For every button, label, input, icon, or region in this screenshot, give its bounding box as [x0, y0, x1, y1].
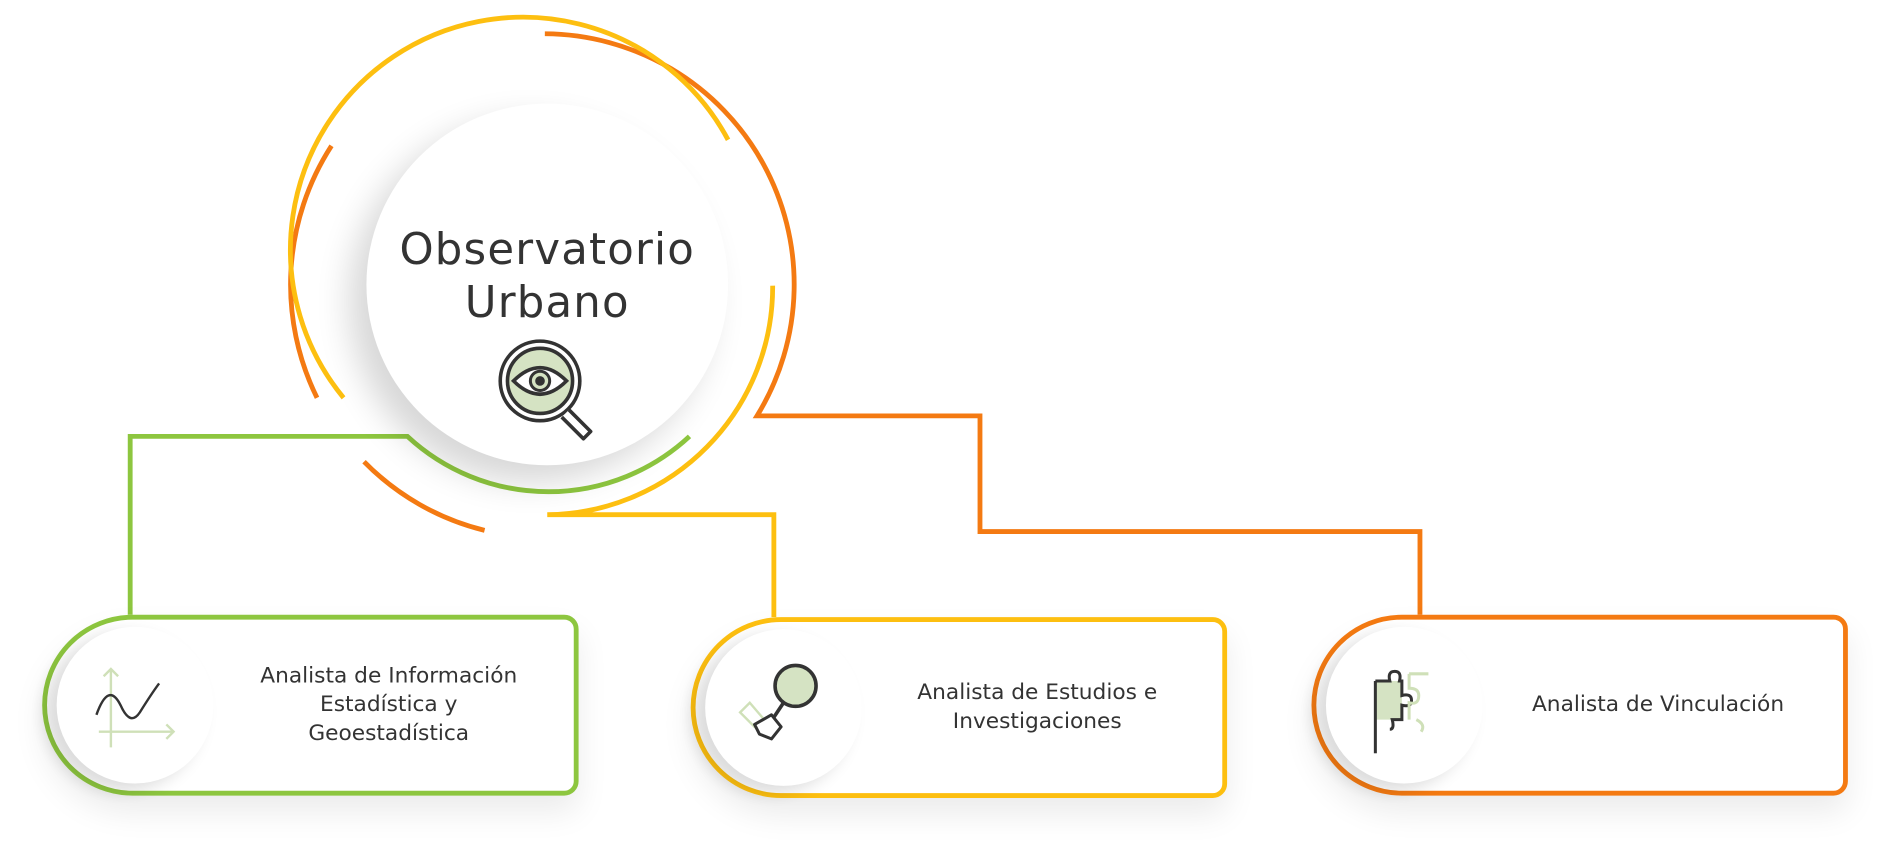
orange-bottom-arc	[362, 459, 486, 533]
card-label: Analista de Vinculación	[1497, 620, 1819, 791]
icon-disc	[1325, 626, 1483, 784]
eye-magnifier-icon	[498, 339, 593, 441]
graph-curve-icon	[95, 667, 176, 748]
card-label-line1: Analista de Estudios e	[917, 679, 1158, 706]
card-analista-estudios: Analista de Estudios e Investigaciones	[690, 617, 1228, 798]
orange-left-arc	[288, 144, 334, 399]
yellow-top-arc	[288, 14, 731, 400]
card-label-line1: Analista de Información	[260, 662, 518, 689]
icon-disc	[705, 629, 862, 786]
card-label-line2: Investigaciones	[952, 708, 1122, 735]
card-label: Analista de Información Estadística y Ge…	[228, 620, 550, 791]
card-analista-informacion: Analista de Información Estadística y Ge…	[42, 614, 579, 796]
hub-title: Observatorio Urbano	[366, 224, 728, 330]
card-label-line3: Geoestadística	[308, 720, 470, 747]
hub-circle: Observatorio Urbano	[366, 103, 729, 466]
green-arc-connector	[127, 433, 692, 615]
orange-outer-arc-connector	[544, 31, 1423, 615]
hub-title-line1: Observatorio	[399, 225, 696, 275]
card-label-line1: Analista de Vinculación	[1531, 691, 1785, 718]
yellow-right-arc-connector	[547, 285, 777, 618]
card-analista-vinculacion: Analista de Vinculación	[1311, 614, 1848, 796]
card-label-line2: Estadística y	[320, 691, 458, 718]
puzzle-flag-icon	[1373, 669, 1429, 754]
icon-disc	[56, 626, 214, 784]
hub-title-line2: Urbano	[464, 278, 630, 328]
card-label: Analista de Estudios e Investigaciones	[876, 622, 1198, 793]
hand-magnifier-icon	[738, 663, 818, 741]
